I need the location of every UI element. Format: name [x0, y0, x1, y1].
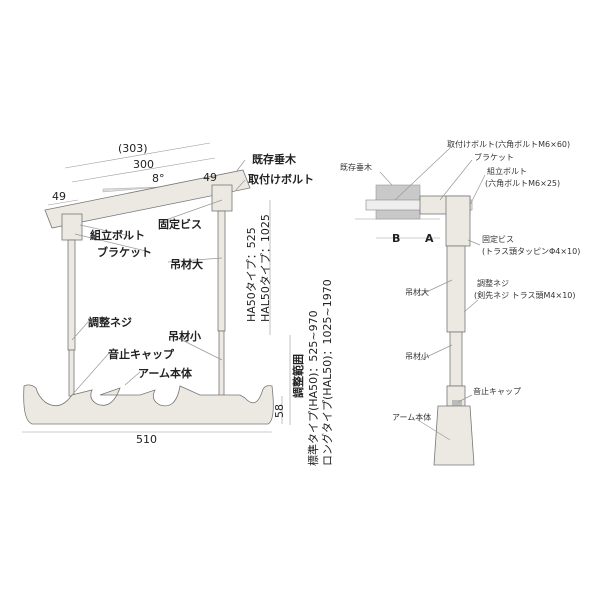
side-label-bracket: ブラケット [474, 152, 514, 162]
leader-line [419, 279, 453, 296]
leader-line [379, 171, 393, 186]
height-std: HA50タイプ：525 [245, 227, 258, 322]
arm-body-shape [23, 384, 274, 425]
dim-49-right: 49 [203, 171, 217, 184]
front-view: (303) 300 8° 49 49 510 58 既存垂木 取付けボルト 固定… [22, 142, 334, 466]
label-large-hanger: 吊材大 [170, 257, 203, 271]
angle-wedge [102, 186, 161, 193]
side-label-adjust-screw: 調整ネジ [477, 278, 509, 288]
label-small-hanger: 吊材小 [168, 329, 201, 343]
leader-line [467, 239, 481, 246]
leader-line [79, 224, 131, 237]
side-label-large-hanger: 吊材大 [405, 287, 429, 297]
leader-line [169, 333, 223, 361]
dim-a: A [425, 232, 434, 245]
dim-58: 58 [273, 404, 286, 418]
leader-line [167, 257, 223, 263]
arm-body-side [433, 405, 475, 466]
dim-510: 510 [136, 433, 157, 446]
leader-line [419, 344, 453, 361]
side-view: B A 取付けボルト(六角ボルトM6×60) ブラケット 既存垂木 組立ボルト … [340, 139, 580, 466]
leader-line [235, 159, 246, 173]
leader-line [439, 159, 473, 201]
small-hanger-right [218, 330, 225, 397]
leader-line [394, 147, 451, 201]
label-noise-cap: 音止キャップ [108, 347, 175, 361]
leader-line [417, 419, 451, 441]
leader-line [457, 394, 473, 403]
label-assembly-bolt: 組立ボルト [90, 228, 145, 242]
label-arm-body: アーム本体 [138, 366, 193, 380]
side-label-adjust-screw-spec: (剣先ネジ トラス頭M4×10) [474, 290, 576, 300]
bracket-left [61, 213, 83, 241]
dim-b: B [392, 232, 400, 245]
label-bracket: ブラケット [97, 245, 152, 259]
leader-line [71, 321, 89, 341]
mounting-bolt-shape [365, 199, 473, 211]
dim-line-300 [71, 157, 216, 183]
side-label-noise-cap: 音止キャップ [473, 386, 521, 396]
bracket-right [211, 184, 233, 212]
small-hanger-left [68, 349, 75, 397]
dim-line-49-left [47, 199, 79, 206]
leader-line [74, 233, 151, 253]
side-label-fixing-screw-spec: (トラス頭タッピンΦ4×10) [482, 247, 580, 256]
side-label-assembly-bolt-spec: (六角ボルトM6×25) [485, 178, 560, 188]
label-existing-rafter: 既存垂木 [252, 152, 297, 166]
leader-line [235, 179, 246, 191]
dim-angle: 8° [152, 172, 165, 185]
leader-line [71, 351, 111, 396]
dim-300: 300 [133, 158, 154, 171]
side-label-existing-rafter: 既存垂木 [340, 162, 372, 172]
label-adjust-screw: 調整ネジ [88, 315, 132, 329]
range-std: 標準タイプ(HA50)：525~970 [306, 310, 320, 466]
small-hanger-shape [449, 331, 463, 387]
leader-line [159, 199, 223, 223]
leader-line [463, 299, 479, 313]
height-long: HAL50タイプ：1025 [259, 214, 272, 322]
cap-insert [452, 400, 462, 410]
side-label-arm-body: アーム本体 [392, 412, 431, 422]
range-title: 調整範囲 [291, 354, 305, 398]
dim-line-303 [64, 142, 211, 169]
side-label-mounting-bolt: 取付けボルト(六角ボルトM6×60) [447, 139, 570, 149]
side-label-assembly-bolt: 組立ボルト [487, 166, 527, 176]
leader-line [469, 174, 486, 206]
large-hanger-right [217, 210, 226, 332]
side-label-small-hanger: 吊材小 [405, 351, 429, 361]
side-label-fixing-screw: 固定ビス [482, 234, 514, 244]
label-fixing-screw: 固定ビス [158, 217, 202, 231]
dim-49-left: 49 [52, 190, 66, 203]
large-hanger-shape [446, 245, 466, 333]
label-mounting-bolt: 取付けボルト [248, 172, 314, 186]
range-long: ロングタイプ(HAL50)：1025~1970 [320, 279, 334, 466]
existing-rafter-beam [44, 169, 251, 229]
large-hanger-left [67, 239, 76, 351]
leader-line [124, 371, 141, 386]
bracket-vertical [445, 195, 471, 247]
dim-303: (303) [118, 142, 148, 155]
